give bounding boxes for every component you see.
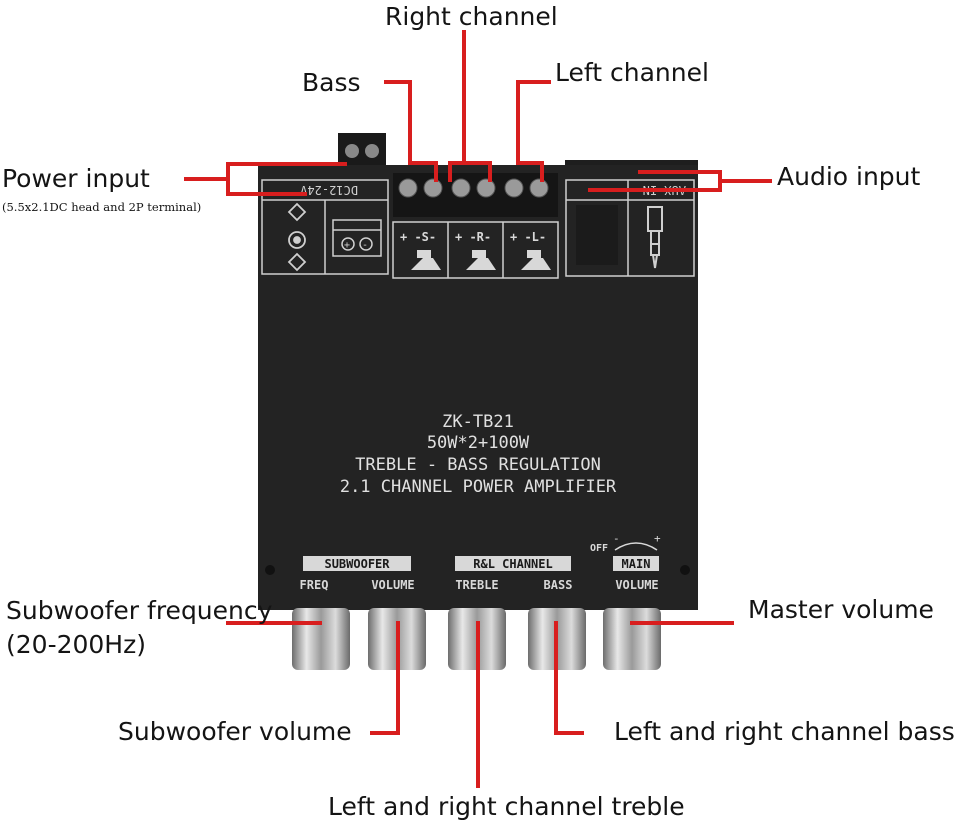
dc-jack-icon [287, 202, 307, 272]
label-right-channel: Right channel [385, 2, 558, 31]
label-master-volume: Master volume [748, 595, 934, 624]
knob-label-treble: TREBLE [455, 578, 498, 592]
main-group-box [613, 556, 659, 571]
leader-left-channel [516, 80, 551, 182]
volume-arc-icon [614, 542, 658, 551]
knob-label-bass: BASS [544, 578, 573, 592]
svg-text:-: - [613, 532, 620, 545]
aux-jack-icon [647, 206, 663, 269]
speaker-icons [411, 250, 551, 270]
label-audio-input: Audio input [777, 162, 921, 191]
leader-audio-input [588, 170, 772, 192]
knob-label-freq: FREQ [300, 578, 329, 592]
power-rating-text: 50W*2+100W [427, 433, 530, 453]
board-body [258, 165, 698, 610]
label-bass: Bass [302, 68, 361, 97]
leader-power-input [184, 162, 347, 196]
feature-text: TREBLE - BASS REGULATION [355, 455, 601, 475]
rl-group-box [455, 556, 571, 571]
main-group-label: MAIN [622, 557, 651, 571]
label-subwoofer-volume: Subwoofer volume [118, 717, 352, 746]
off-label: OFF [590, 543, 608, 554]
leader-right-channel [448, 30, 492, 182]
description-text: 2.1 CHANNEL POWER AMPLIFIER [340, 477, 617, 497]
dc-label: DC12-24V [300, 183, 358, 197]
label-power-input-note: (5.5x2.1DC head and 2P terminal) [2, 200, 202, 214]
label-subwoofer-frequency: Subwoofer frequency (20-200Hz) [6, 596, 273, 659]
speaker-r-label: + -R- [455, 230, 491, 244]
subwoofer-group-box [303, 556, 411, 571]
speaker-l-label: + -L- [510, 230, 546, 244]
label-lr-treble: Left and right channel treble [328, 792, 685, 821]
svg-text:+: + [344, 240, 350, 251]
leader-lr-bass [554, 621, 584, 735]
leader-subwoofer-volume [370, 621, 400, 735]
model-text: ZK-TB21 [442, 412, 514, 432]
knob-label-main-volume: VOLUME [615, 578, 658, 592]
label-left-channel: Left channel [555, 58, 709, 87]
svg-text:-: - [362, 240, 368, 251]
module-window [576, 205, 618, 265]
svg-text:+: + [654, 532, 661, 545]
power-terminal-screw [365, 144, 379, 158]
audio-input-section [565, 179, 695, 277]
terminal-2p-icon [332, 219, 382, 257]
speaker-s-label: + -S- [400, 230, 436, 244]
speaker-section [392, 221, 559, 279]
label-lr-bass: Left and right channel bass [614, 717, 955, 746]
subwoofer-group-label: SUBWOOFER [324, 557, 390, 571]
rl-group-label: R&L CHANNEL [473, 557, 552, 571]
leader-bass [384, 80, 438, 182]
knob-label-volume: VOLUME [371, 578, 414, 592]
speaker-terminal-block [393, 173, 558, 217]
speaker-screws [398, 178, 549, 198]
power-terminal-screw [345, 144, 359, 158]
label-power-input: Power input [2, 164, 150, 193]
